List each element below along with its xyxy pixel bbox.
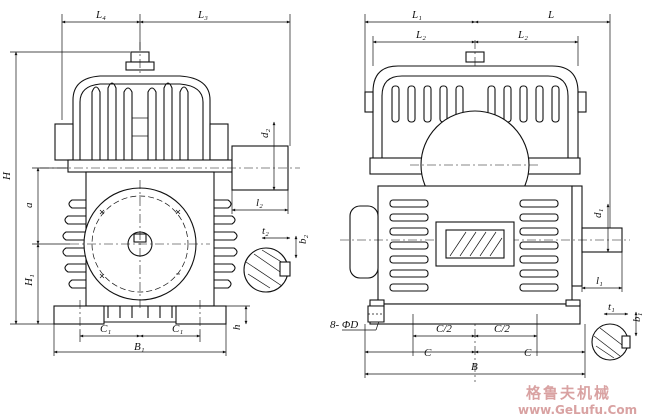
dimension-label-b2: b₂ (297, 235, 309, 245)
watermark-url: www.GeLufu.Com (518, 403, 637, 417)
dimension-label-l3: L₃ (197, 9, 208, 21)
dimension-label-cb: C (524, 347, 532, 359)
dimension-label-b1: B₁ (134, 341, 145, 353)
watermark-cn: 格鲁夫机械 (526, 384, 611, 402)
dimension-label-a: a (23, 202, 35, 208)
dimension-label-d1: d₁ (592, 209, 604, 219)
dimension-label-holes: 8- ΦD (330, 319, 358, 331)
front-view (340, 14, 638, 382)
dimension-label-l: L (547, 9, 554, 21)
dimension-label-d2: d₂ (259, 129, 271, 139)
dimension-label-c1a: C₁ (100, 323, 111, 335)
dimension-label-c2a: C/2 (436, 323, 452, 335)
dimension-label-t1: t₁ (608, 301, 615, 313)
dimension-label-l1: l₁ (596, 275, 603, 287)
dimension-label-t2: t₂ (262, 225, 269, 237)
dimension-label-l2a: L₂ (415, 29, 426, 41)
dimension-label-b: B (471, 361, 478, 373)
side-view (10, 14, 300, 356)
dimension-label-h: h (231, 324, 243, 330)
dimension-label-ca: C (424, 347, 432, 359)
dimension-label-b1: b₁ (631, 313, 643, 323)
dimension-label-h: H (1, 171, 13, 181)
dimension-label-l1: L₁ (411, 9, 422, 21)
dimension-label-h1: H₁ (23, 274, 35, 287)
dimension-label-c2b: C/2 (494, 323, 510, 335)
dimension-label-l2: l₂ (256, 197, 263, 209)
dimension-label-l4: L₄ (95, 9, 106, 21)
dimension-label-c1b: C₁ (172, 323, 183, 335)
dimension-label-l2b: L₂ (517, 29, 528, 41)
